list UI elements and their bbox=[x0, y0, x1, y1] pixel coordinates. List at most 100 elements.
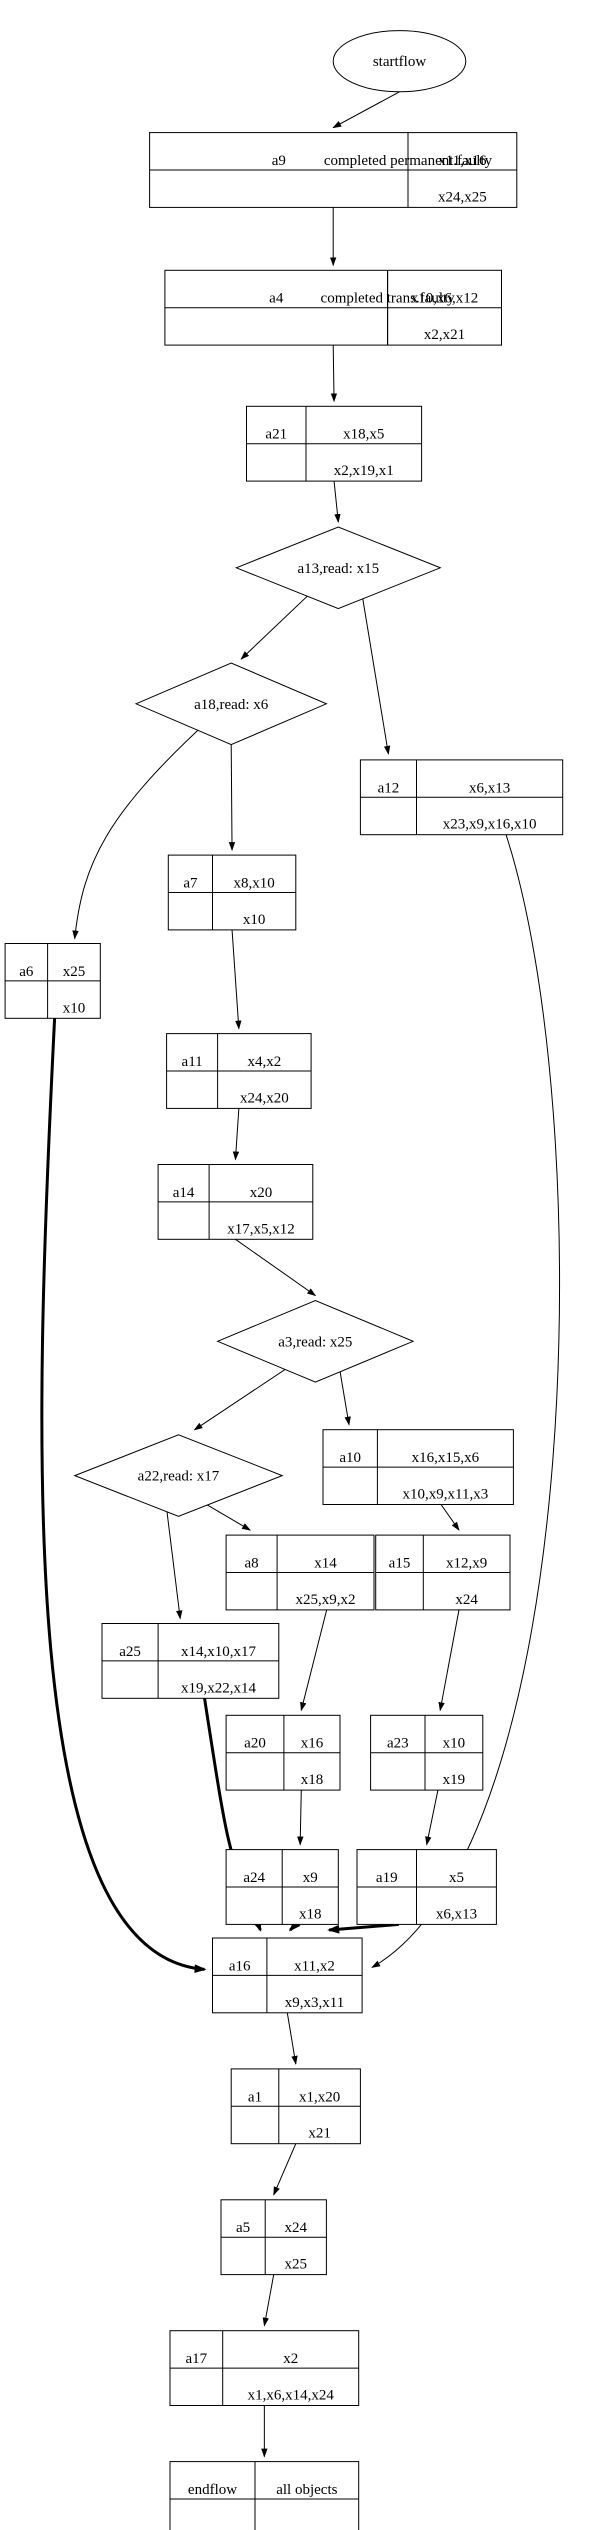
edge-a19-a16 bbox=[327, 1922, 399, 1934]
node-row2-a19: x6,x13 bbox=[436, 1906, 477, 1922]
node-row2-a7: x10 bbox=[243, 912, 266, 928]
node-row2-a10: x10,x9,x11,x3 bbox=[403, 1487, 489, 1503]
node-a20[interactable]: a20 x16 x18 bbox=[225, 1714, 341, 1791]
node-row2-a17: x1,x6,x14,x24 bbox=[248, 2388, 335, 2404]
node-row1-a5: x24 bbox=[285, 2220, 308, 2236]
node-row1-a1: x1,x20 bbox=[299, 2089, 340, 2105]
node-name-a4: a4 bbox=[269, 291, 284, 307]
node-name-a11: a11 bbox=[182, 1054, 203, 1070]
node-name-a19: a19 bbox=[376, 1870, 398, 1886]
node-row1-a4: x10,x6,x12 bbox=[411, 291, 479, 307]
node-label-a18: a18,read: x6 bbox=[194, 697, 269, 713]
node-name-a5: a5 bbox=[236, 2220, 250, 2236]
edge-a18-a7 bbox=[228, 744, 236, 852]
diamond-shape-a13 bbox=[234, 526, 442, 610]
node-a17[interactable]: a17 x2 x1,x6,x14,x24 bbox=[169, 2330, 360, 2406]
node-row1-a10: x16,x15,x6 bbox=[412, 1450, 480, 1466]
node-label-a13: a13,read: x15 bbox=[297, 561, 379, 577]
node-a1[interactable]: a1 x1,x20 x21 bbox=[230, 2068, 361, 2145]
node-a14[interactable]: a14 x20 x17,x5,x12 bbox=[157, 1164, 314, 1240]
node-a13[interactable]: a13,read: x15 bbox=[234, 526, 442, 610]
node-row2-a1: x21 bbox=[308, 2126, 331, 2142]
edge-a14-a3 bbox=[235, 1238, 317, 1297]
node-name-a25: a25 bbox=[119, 1644, 141, 1660]
node-row1-a9: x11,x16 bbox=[438, 153, 487, 169]
node-row1-a23: x10 bbox=[443, 1736, 466, 1752]
node-row2-a20: x18 bbox=[301, 1772, 324, 1788]
edge-a12-a16 bbox=[371, 834, 560, 1968]
edge-a4-a21 bbox=[330, 345, 338, 403]
node-row1-a14: x20 bbox=[250, 1185, 273, 1201]
edge-a18-a6 bbox=[72, 719, 210, 940]
node-row1-a16: x11,x2 bbox=[294, 1958, 335, 1974]
node-row1-a20: x16 bbox=[301, 1736, 324, 1752]
edge-a1-a5 bbox=[273, 2143, 297, 2196]
node-row1-a11: x4,x2 bbox=[247, 1054, 281, 1070]
diamond-shape-a18 bbox=[134, 662, 328, 746]
node-a15[interactable]: a15 x12,x9 x24 bbox=[375, 1534, 511, 1611]
node-name-a15: a15 bbox=[389, 1556, 411, 1572]
node-name-a8: a8 bbox=[245, 1556, 259, 1572]
node-label-a3: a3,read: x25 bbox=[278, 1334, 352, 1350]
diamond-shape-a22 bbox=[73, 1434, 284, 1517]
node-a3[interactable]: a3,read: x25 bbox=[216, 1299, 415, 1383]
node-row2-a9: x24,x25 bbox=[438, 189, 487, 205]
node-name-a16: a16 bbox=[229, 1958, 251, 1974]
node-row1-a6: x25 bbox=[63, 964, 86, 980]
edge-a22-a25 bbox=[164, 1491, 183, 1620]
node-a11[interactable]: a11 x4,x2 x24,x20 bbox=[166, 1033, 312, 1109]
edge-a10-a15 bbox=[440, 1504, 460, 1531]
node-a19[interactable]: a19 x5 x6,x13 bbox=[356, 1849, 497, 1925]
edge-a16-a1 bbox=[286, 2012, 298, 2065]
node-row1-a7: x8,x10 bbox=[234, 876, 275, 892]
node-row1-a15: x12,x9 bbox=[446, 1556, 487, 1572]
node-name-a12: a12 bbox=[378, 780, 400, 796]
node-row2-a12: x23,x9,x16,x10 bbox=[443, 817, 537, 833]
node-row1-a21: x18,x5 bbox=[343, 427, 384, 443]
node-row1-a19: x5 bbox=[449, 1870, 464, 1886]
edge-a23-a19 bbox=[425, 1789, 439, 1846]
node-name-endflow: endflow bbox=[188, 2482, 237, 2498]
node-row2-a14: x17,x5,x12 bbox=[227, 1221, 295, 1237]
node-row2-a23: x19 bbox=[443, 1772, 466, 1788]
node-row2-a11: x24,x20 bbox=[240, 1090, 289, 1106]
node-name-a14: a14 bbox=[173, 1185, 195, 1201]
node-startflow[interactable]: startflow bbox=[332, 30, 467, 93]
edge-a11-a14 bbox=[232, 1108, 240, 1161]
edge-a15-a23 bbox=[438, 1609, 460, 1712]
node-row2-a15: x24 bbox=[455, 1592, 478, 1608]
node-name-a9: a9 bbox=[272, 153, 286, 169]
edge-a13-a12 bbox=[359, 583, 391, 755]
node-name-a20: a20 bbox=[244, 1736, 266, 1752]
node-a18[interactable]: a18,read: x6 bbox=[134, 662, 328, 746]
node-row2-a8: x25,x9,x2 bbox=[296, 1592, 356, 1608]
node-label-startflow: startflow bbox=[373, 54, 426, 70]
diamond-shape-a3 bbox=[216, 1299, 415, 1383]
node-row2-a21: x2,x19,x1 bbox=[334, 463, 394, 479]
edge-a5-a17 bbox=[262, 2274, 275, 2327]
node-name-a17: a17 bbox=[186, 2351, 208, 2367]
node-name-a1: a1 bbox=[248, 2089, 262, 2105]
edge-a8-a20 bbox=[300, 1609, 328, 1712]
node-a22[interactable]: a22,read: x17 bbox=[73, 1434, 284, 1517]
node-row1-a17: x2 bbox=[283, 2351, 298, 2367]
node-name-a23: a23 bbox=[387, 1736, 409, 1752]
node-label-a22: a22,read: x17 bbox=[138, 1469, 220, 1485]
node-a23[interactable]: a23 x10 x19 bbox=[370, 1714, 484, 1791]
